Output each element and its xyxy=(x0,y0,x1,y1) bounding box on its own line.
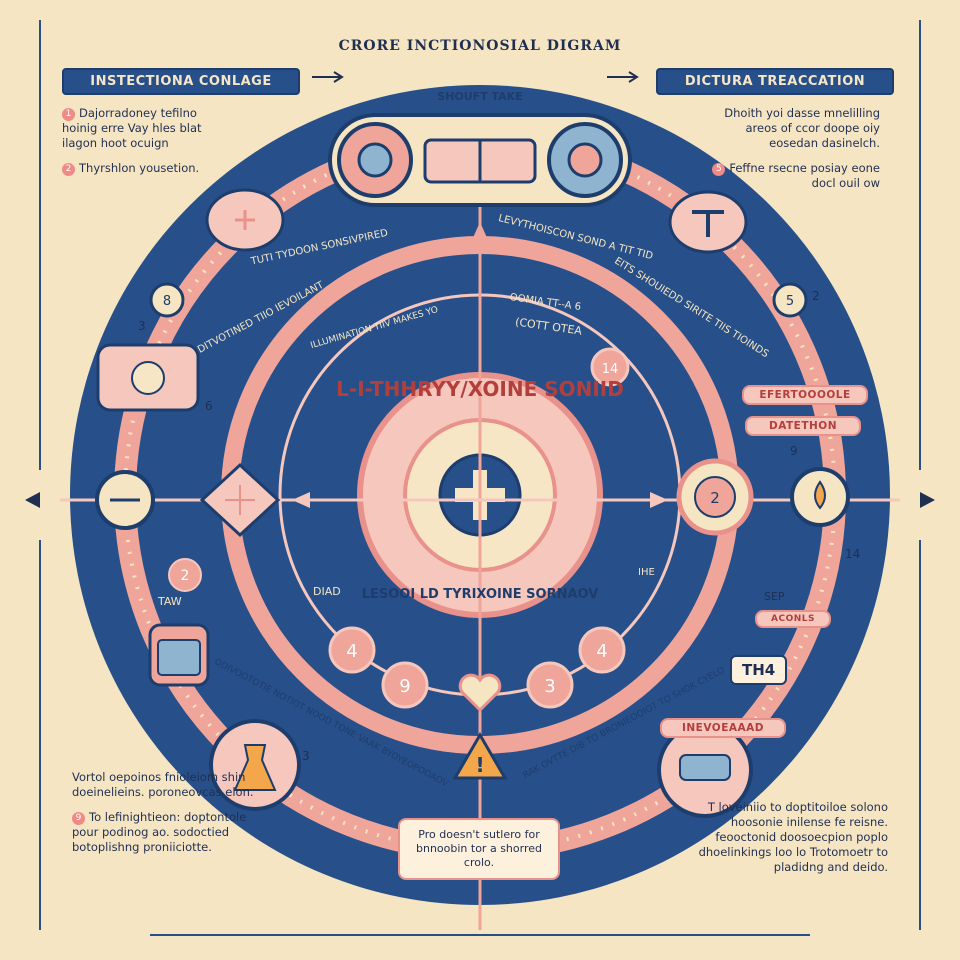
right-badge-icon xyxy=(772,282,808,318)
ring-number-2-label: 2 xyxy=(181,568,190,584)
diagram-title: CRORE INCTIONOSIAL DIGRAM xyxy=(338,38,622,54)
left-note-2-number: 2 xyxy=(62,163,75,176)
num-right-lower: 14 xyxy=(845,547,860,561)
num-right-upper: 2 xyxy=(812,289,820,303)
right-note-2-number: 5 xyxy=(712,163,726,176)
ring-label-left-mid: DIAD xyxy=(313,585,341,598)
ring-number-4b xyxy=(578,626,626,674)
ring-label-taw: TAW xyxy=(157,595,182,608)
left-note-2-text: Thyrshlon yousetion. xyxy=(79,161,200,175)
right-note-1-text: Dhoith yoi dasse mnelilling areos of cco… xyxy=(724,106,880,150)
far-right-arrow-icon xyxy=(920,492,935,508)
up-arrow-icon xyxy=(472,222,488,240)
tag-label-3: INEVOEAAAD xyxy=(660,718,786,738)
th-box: TH4 xyxy=(730,655,788,685)
ring-number-4a xyxy=(328,626,376,674)
ring-number-14 xyxy=(590,347,630,387)
bottom-left-note-1-text: Vortol oepoinos fnioleiom shin doeinelie… xyxy=(72,770,254,799)
ring-number-4a-label: 4 xyxy=(346,641,357,662)
ring-number-2 xyxy=(168,558,202,592)
ring-label-right-mid: IHE xyxy=(638,567,655,578)
bottom-right-note-1-text: T loveiniio to doptitoiloe solono hooson… xyxy=(698,800,888,874)
num-left-mid: 6 xyxy=(205,399,213,413)
left-note-1-text: Dajorradoney tefilno hoinig erre Vay hle… xyxy=(62,106,202,150)
header-arrow-left-icon xyxy=(312,71,344,83)
bottom-left-notes: Vortol oepoinos fnioleiom shin doeinelie… xyxy=(72,770,262,855)
badge-number-8: 8 xyxy=(163,294,171,309)
tag-label-1: EFERTOOOOLE xyxy=(742,385,868,405)
right-notes: Dhoith yoi dasse mnelilling areos of cco… xyxy=(705,106,880,191)
bottom-left-note-2-text: To lefinightieon: doptontole pour podino… xyxy=(72,810,247,854)
tag-label-2: DATETHON xyxy=(745,416,861,436)
left-note-2: 2 Thyrshlon yousetion. xyxy=(62,161,232,176)
center-ring-bottom-text: LESOOI LD TYRIXOINE SORNAOV xyxy=(362,587,599,602)
ring-number-9-label: 9 xyxy=(399,676,410,697)
center-note: Pro doesn't sutlero for bnnoobin tor a s… xyxy=(398,818,560,880)
tag-label-small: ACONLS xyxy=(755,610,831,628)
timer-number: 2 xyxy=(710,489,720,507)
small-badge-icon xyxy=(149,282,185,318)
right-header: DICTURA TREACCATION xyxy=(656,68,894,95)
left-header: INSTECTIONA CONLAGE xyxy=(62,68,300,95)
ring-number-3-label: 3 xyxy=(544,676,555,697)
left-arrow-icon xyxy=(292,492,310,508)
num-right-mid: 9 xyxy=(790,444,798,458)
bottom-right-notes: T loveiniio to doptitoiloe solono hooson… xyxy=(698,800,888,875)
badge-number-5: 5 xyxy=(786,294,794,309)
ring-number-3 xyxy=(526,661,574,709)
num-left-lower: 3 xyxy=(302,749,310,763)
right-arrow-icon xyxy=(650,492,668,508)
ring-number-4b-label: 4 xyxy=(596,641,607,662)
svg-text:!: ! xyxy=(475,753,484,777)
ring-label-sep: SEP xyxy=(764,590,785,603)
center-ring-top-text: L-I-THHRYY/XOINE SONIID xyxy=(336,377,624,401)
ring-number-9 xyxy=(381,661,429,709)
header-arrow-right-icon xyxy=(607,71,639,83)
num-left-upper: 3 xyxy=(138,319,146,333)
ring-number-14-label: 14 xyxy=(602,362,619,377)
right-note-2-text: Feffne rsecne posiay eone docl ouil ow xyxy=(729,161,880,190)
heart-icon xyxy=(458,673,502,713)
warning-icon xyxy=(452,732,508,780)
top-label: SHOUFT TAKE xyxy=(437,90,522,103)
far-left-arrow-icon xyxy=(25,492,40,508)
left-note-1-number: 1 xyxy=(62,108,75,121)
bottom-left-note-2-number: 9 xyxy=(72,812,85,825)
